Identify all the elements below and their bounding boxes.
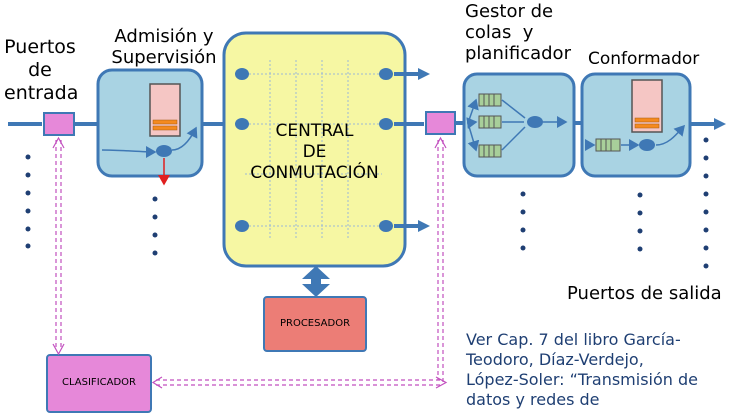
reference-note: Ver Cap. 7 del libro García- Teodoro, Dí… — [466, 330, 731, 410]
reference-line-3: López-Soler: “Transmisión de — [466, 370, 698, 389]
input-tap-box — [43, 112, 75, 136]
central-line-2: DE — [302, 142, 327, 162]
admission-dots — [152, 196, 158, 256]
shaper-dots — [637, 192, 643, 252]
reference-line-1: Ver Cap. 7 del libro García- — [466, 330, 681, 349]
admission-line-2: Supervisión — [111, 47, 217, 68]
classifier-links — [55, 140, 444, 386]
shaper-token-icon — [631, 79, 663, 133]
queue-manager-label: Gestor de colas y planificador — [465, 1, 571, 64]
processor-box — [263, 296, 367, 352]
classifier-label: CLASIFICADOR — [62, 377, 136, 388]
central-line-1: CENTRAL — [275, 121, 354, 141]
central-switch-box — [222, 31, 407, 268]
classifier-box — [46, 354, 152, 413]
output-port-dots — [703, 137, 709, 269]
admission-label: Admisión y Supervisión — [102, 26, 226, 68]
queue-dots — [520, 191, 526, 251]
queue-manager-line-3: planificador — [465, 43, 571, 64]
processor-link-arrow — [302, 266, 330, 297]
queue-icons — [478, 93, 502, 158]
admission-flow — [101, 126, 198, 158]
admission-line-1: Admisión y — [114, 26, 214, 47]
shaper-queue-icon — [595, 138, 621, 152]
shaper-label: Conformador — [588, 49, 700, 69]
scheduler-node — [527, 116, 543, 128]
central-switch-label: CENTRAL DE CONMUTACIÓN — [232, 121, 397, 184]
shaper-flow — [585, 124, 685, 151]
shaper-node — [639, 139, 655, 151]
central-line-3: CONMUTACIÓN — [250, 163, 379, 183]
output-tap-box — [425, 111, 456, 135]
queue-manager-line-1: Gestor de — [465, 1, 554, 22]
input-port-dots — [25, 154, 31, 249]
input-ports-label: Puertos de entrada — [4, 36, 79, 105]
input-ports-line-1: Puertos — [4, 36, 76, 58]
output-ports-label: Puertos de salida — [567, 283, 722, 304]
central-output-arrows — [394, 68, 430, 232]
input-ports-line-3: entrada — [4, 82, 79, 104]
queue-manager-line-2: colas y — [465, 22, 534, 43]
processor-label: PROCESADOR — [279, 318, 351, 329]
central-ports — [235, 68, 393, 232]
queue-flow — [466, 98, 568, 152]
reference-line-4: datos y redes de — [466, 390, 600, 409]
output-arrow — [690, 118, 726, 130]
reference-line-2: Teodoro, Díaz-Verdejo, — [466, 350, 644, 369]
admission-node — [156, 145, 172, 157]
admission-queue-icon — [149, 83, 181, 137]
classifier-link-arrowheads — [52, 136, 448, 389]
central-grid — [245, 60, 382, 240]
input-ports-line-2: de — [28, 59, 52, 81]
